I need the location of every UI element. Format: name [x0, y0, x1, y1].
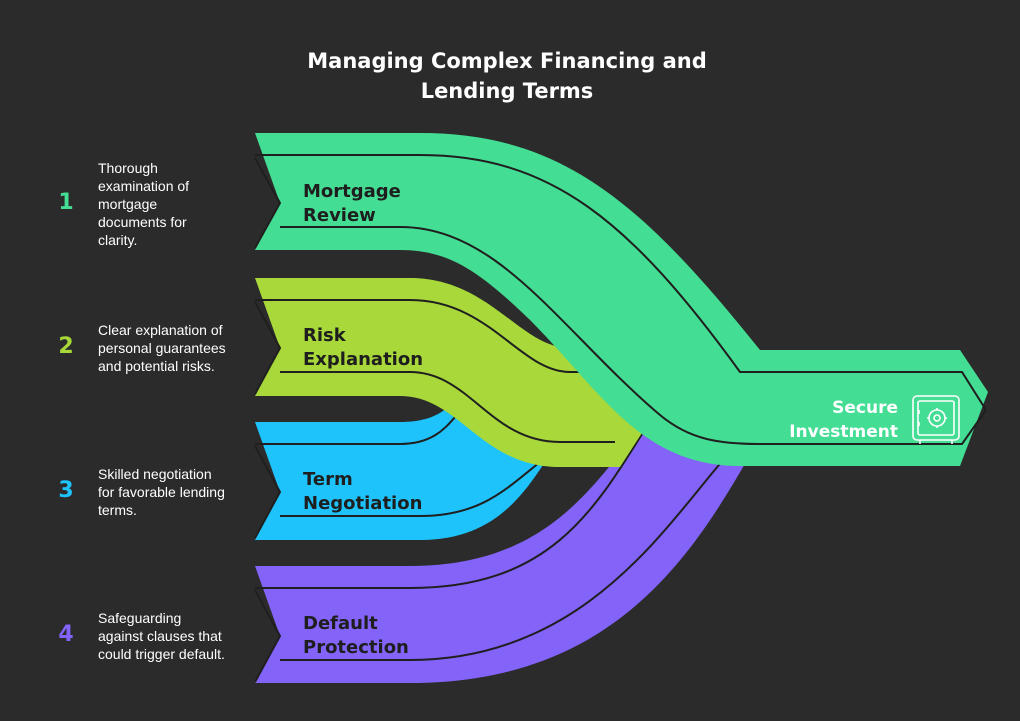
step-number-3: 3	[58, 478, 74, 503]
step-label-mortgage-review: Mortgage Review	[303, 181, 401, 226]
safe-icon	[912, 395, 960, 444]
step-number-2: 2	[58, 334, 74, 359]
step-description-1: Thorough examination of mortgage documen…	[98, 160, 190, 248]
step-description-2: Clear explanation of personal guarantees…	[98, 322, 226, 374]
flow-band-risk-explanation	[255, 278, 660, 467]
step-description-3: Skilled negotiation for favorable lendin…	[98, 466, 225, 518]
step-label-default-protection: Default Protection	[303, 613, 409, 658]
outcome-label-secure-investment: Secure Investment	[789, 398, 898, 442]
step-number-4: 4	[58, 622, 74, 647]
flow-band-default-protection	[255, 404, 750, 683]
flow-band-mortgage-review	[254, 133, 988, 683]
diagram-title: Managing Complex Financing and Lending T…	[307, 49, 707, 103]
step-description-4: Safeguarding against clauses that could …	[98, 610, 225, 662]
step-number-1: 1	[58, 190, 74, 215]
step-label-term-negotiation: Term Negotiation	[303, 469, 423, 514]
step-label-risk-explanation: Risk Explanation	[303, 325, 424, 370]
